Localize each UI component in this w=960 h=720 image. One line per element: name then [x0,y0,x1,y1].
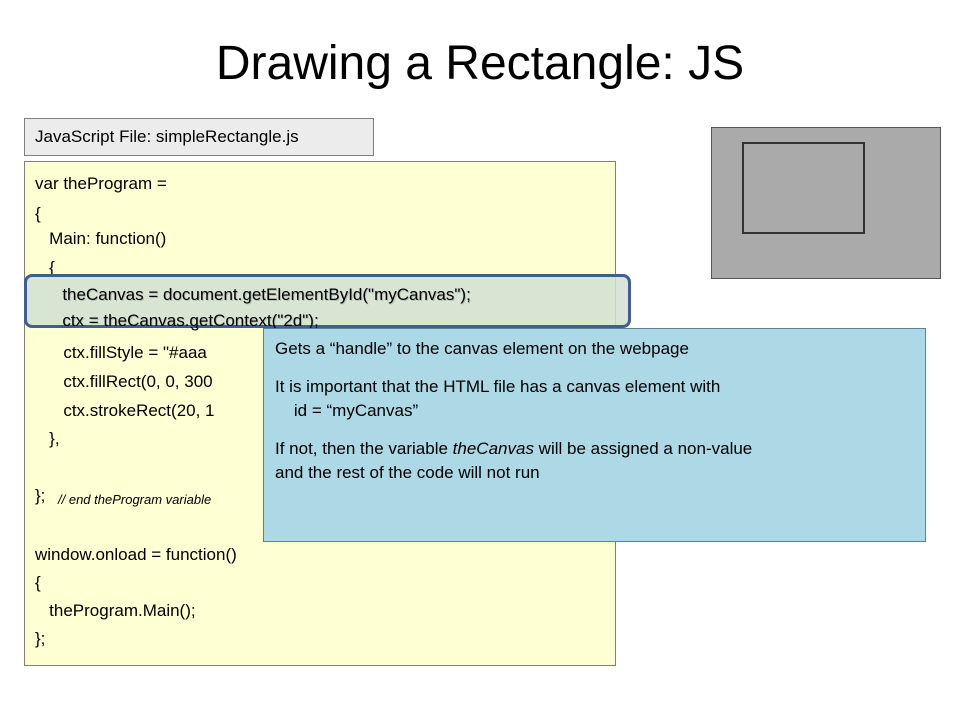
code-line: ctx.fillStyle = "#aaa [35,343,207,362]
callout-line: and the rest of the code will not run [275,463,540,482]
code-line: }, [35,429,60,448]
code-line: theProgram.Main(); [35,601,196,620]
callout-text: will be assigned a non-value [533,439,753,458]
explanation-callout: Gets a “handle” to the canvas element on… [263,328,926,542]
callout-line: If not, then the variable theCanvas will… [275,437,925,461]
callout-line: It is important that the HTML file has a… [275,377,721,396]
canvas-preview [711,127,941,279]
callout-text: If not, then the variable [275,439,453,458]
callout-line: Gets a “handle” to the canvas element on… [275,339,689,358]
code-comment: // end theProgram variable [58,492,212,507]
code-line-highlighted: theCanvas = document.getElementById("myC… [34,285,471,304]
highlight-box [24,274,631,328]
callout-line: id = “myCanvas” [275,401,419,420]
slide-title: Drawing a Rectangle: JS [215,37,745,90]
code-line: }; [35,486,46,505]
code-line: { [35,204,41,223]
code-line: }; [35,629,46,648]
code-line: { [35,573,41,592]
code-line: { [35,258,55,277]
code-line: window.onload = function() [35,545,237,564]
code-line: var theProgram = [35,174,167,193]
file-label: JavaScript File: simpleRectangle.js [24,118,374,156]
code-line: Main: function() [35,229,167,248]
stroked-rectangle [742,142,865,234]
code-line: ctx.strokeRect(20, 1 [35,401,215,420]
code-line-highlighted: ctx = theCanvas.getContext("2d"); [34,311,319,328]
code-line: ctx.fillRect(0, 0, 300 [35,372,213,391]
callout-emphasis: theCanvas [452,439,534,458]
